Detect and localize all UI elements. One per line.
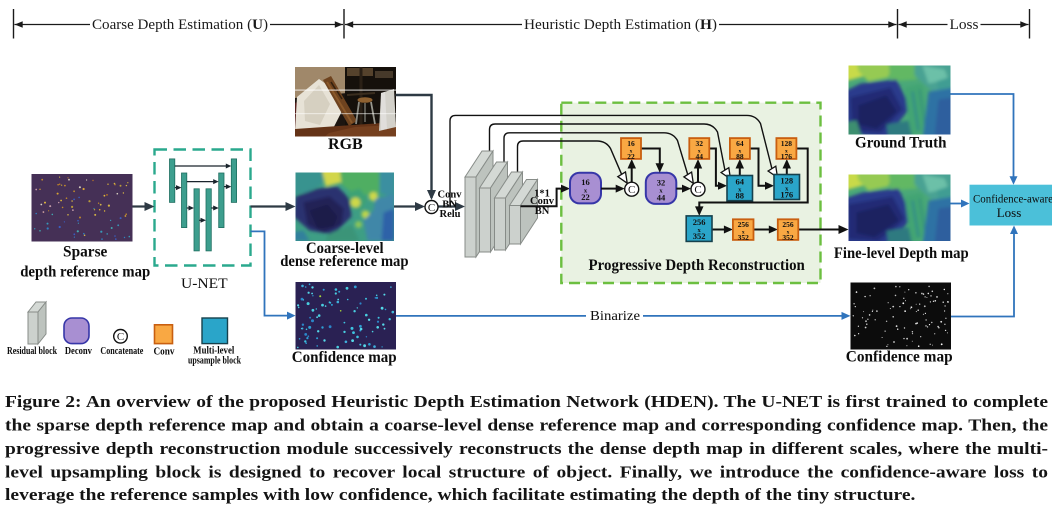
- svg-text:22: 22: [627, 152, 635, 161]
- svg-text:Residual block: Residual block: [7, 346, 57, 357]
- svg-text:x: x: [630, 148, 633, 154]
- svg-text:dense reference map: dense reference map: [280, 253, 408, 270]
- svg-text:128: 128: [781, 139, 793, 148]
- svg-text:256: 256: [782, 220, 794, 229]
- svg-text:Binarize: Binarize: [590, 309, 640, 324]
- svg-text:16: 16: [627, 139, 635, 148]
- svg-text:Heuristic Depth Estimation (H): Heuristic Depth Estimation (H): [524, 17, 717, 33]
- svg-text:32: 32: [657, 177, 666, 187]
- svg-text:RGB: RGB: [328, 136, 363, 153]
- svg-text:Conv: Conv: [154, 347, 175, 358]
- svg-text:Multi-level: Multi-level: [193, 346, 234, 357]
- svg-text:256: 256: [693, 217, 706, 227]
- svg-text:176: 176: [781, 152, 793, 161]
- svg-text:128: 128: [780, 176, 793, 186]
- svg-text:x: x: [738, 187, 742, 194]
- svg-text:Sparse: Sparse: [63, 243, 107, 260]
- svg-text:x: x: [584, 187, 588, 194]
- svg-text:upsample block: upsample block: [188, 356, 241, 367]
- svg-text:352: 352: [782, 233, 794, 242]
- svg-text:64: 64: [736, 139, 744, 148]
- svg-text:1*1: 1*1: [534, 188, 550, 199]
- svg-text:Confidence-aware: Confidence-aware: [973, 194, 1052, 206]
- svg-text:x: x: [697, 227, 701, 234]
- svg-text:Confidence map: Confidence map: [846, 349, 953, 366]
- svg-text:Confidence map: Confidence map: [292, 349, 397, 366]
- svg-text:Coarse Depth Estimation (U): Coarse Depth Estimation (U): [92, 17, 268, 33]
- svg-text:Ground Truth: Ground Truth: [855, 135, 947, 152]
- svg-text:Fine-level Depth map: Fine-level Depth map: [834, 245, 969, 262]
- svg-text:22: 22: [581, 192, 590, 202]
- svg-text:32: 32: [696, 139, 704, 148]
- svg-text:C: C: [428, 202, 435, 214]
- svg-text:Conv: Conv: [530, 196, 555, 207]
- svg-text:64: 64: [736, 177, 745, 187]
- svg-text:U-NET: U-NET: [181, 276, 228, 292]
- svg-text:x: x: [785, 148, 788, 154]
- svg-text:352: 352: [738, 233, 750, 242]
- svg-text:Relu: Relu: [440, 209, 461, 220]
- svg-text:Concatenate: Concatenate: [100, 346, 143, 357]
- svg-text:x: x: [698, 148, 701, 154]
- svg-text:C: C: [628, 184, 635, 196]
- svg-text:Deconv: Deconv: [65, 346, 92, 357]
- svg-text:C: C: [117, 331, 124, 343]
- svg-text:depth reference map: depth reference map: [20, 263, 150, 280]
- svg-text:x: x: [742, 230, 745, 236]
- svg-text:176: 176: [780, 190, 793, 200]
- svg-text:16: 16: [581, 177, 590, 187]
- svg-text:88: 88: [736, 152, 744, 161]
- svg-text:BN: BN: [535, 206, 550, 217]
- svg-text:Loss: Loss: [950, 17, 980, 33]
- svg-text:x: x: [787, 230, 790, 236]
- svg-text:88: 88: [736, 191, 745, 201]
- svg-text:Progressive Depth Reconstructi: Progressive Depth Reconstruction: [589, 257, 806, 274]
- svg-text:x: x: [739, 148, 742, 154]
- svg-text:x: x: [785, 186, 789, 193]
- svg-text:C: C: [694, 184, 701, 196]
- svg-text:Coarse-level: Coarse-level: [306, 240, 384, 257]
- svg-text:44: 44: [657, 192, 666, 202]
- svg-text:256: 256: [738, 220, 750, 229]
- svg-text:352: 352: [693, 231, 706, 241]
- svg-text:Loss: Loss: [997, 205, 1022, 220]
- svg-text:x: x: [659, 188, 663, 195]
- svg-text:44: 44: [696, 152, 704, 161]
